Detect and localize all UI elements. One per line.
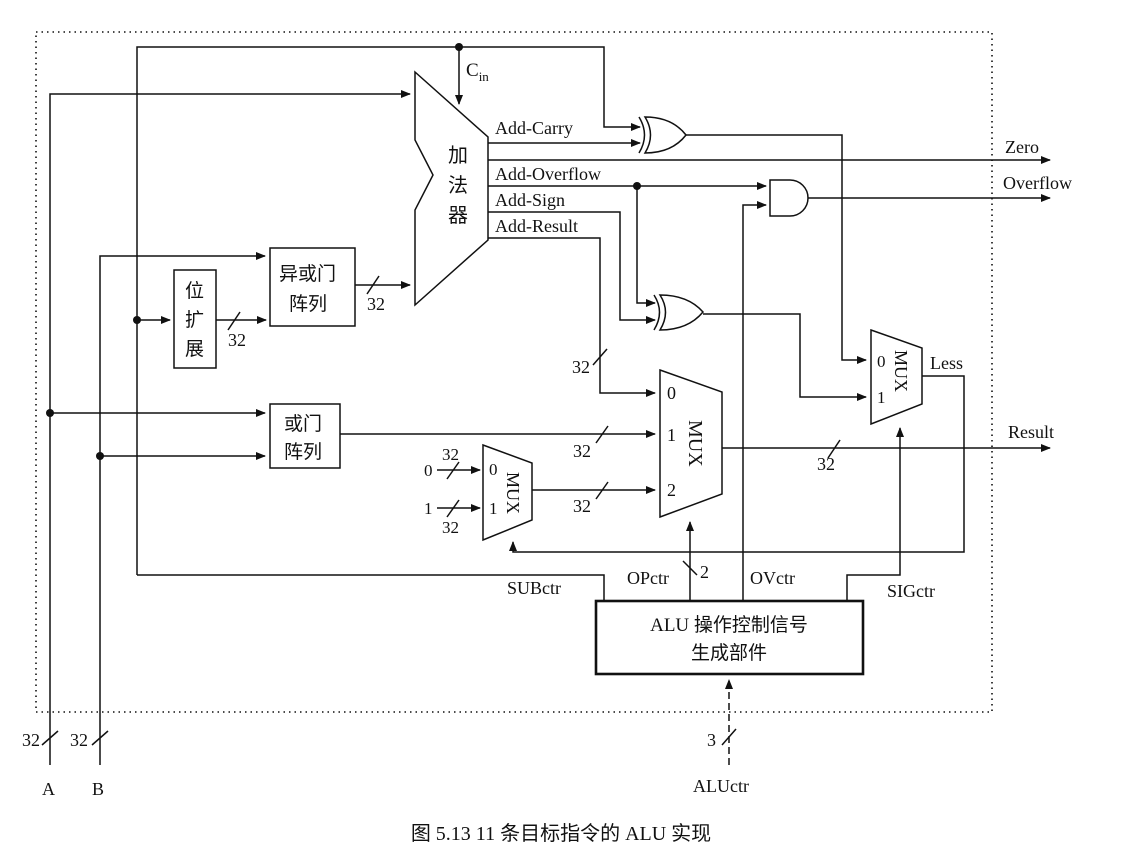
adder-label-1: 加 (448, 144, 468, 167)
add-sign-wire (488, 211, 656, 324)
or-array-label-2: 阵列 (284, 441, 322, 463)
add-result-label: Add-Result (495, 216, 578, 236)
less-feedback-wire (509, 375, 965, 553)
less-mux-input-0: 0 (877, 352, 886, 371)
adder-label-2: 法 (448, 174, 468, 197)
overflow-to-xor-wire (636, 186, 656, 307)
bus-slash (682, 560, 698, 576)
or-array-label-1: 或门 (284, 413, 322, 435)
zero-label: Zero (1005, 137, 1039, 157)
result-label: Result (1008, 422, 1054, 442)
subctr-wire (137, 574, 605, 601)
b-width-label: 32 (70, 730, 88, 750)
carry-xor-out-wire (686, 134, 867, 364)
const0-label: 0 (424, 461, 433, 480)
input-b-label: B (92, 779, 104, 799)
small-mux-label: MUX (503, 472, 523, 514)
const1-width-label: 32 (442, 518, 459, 537)
const0-width-label: 32 (442, 445, 459, 464)
add-overflow-label: Add-Overflow (495, 164, 601, 184)
bus-slash (595, 425, 609, 444)
opctr-label: OPctr (627, 568, 669, 588)
add-carry-label: Add-Carry (495, 118, 573, 138)
ext-width-label: 32 (228, 330, 246, 350)
small-mux-input-1: 1 (489, 499, 498, 518)
xor-gate-carry (638, 116, 687, 154)
a-width-label: 32 (22, 730, 40, 750)
control-unit-label-1: ALU 操作控制信号 (650, 614, 808, 636)
small-mux (482, 443, 533, 542)
xor-array-label-2: 阵列 (289, 293, 327, 315)
bus-slash (91, 730, 109, 746)
sign-xor-out-wire (703, 313, 867, 401)
less-mux (870, 328, 923, 426)
overflow-label: Overflow (1003, 173, 1072, 193)
less-mux-label: MUX (891, 350, 911, 392)
ext-label-2: 扩 (185, 309, 204, 331)
ext-label-1: 位 (185, 280, 204, 302)
figure-caption: 图 5.13 11 条目标指令的 ALU 实现 (411, 822, 711, 845)
xor-array-block (269, 247, 356, 327)
xor-array-label-1: 异或门 (279, 263, 336, 285)
bus-slash (721, 728, 737, 746)
adder-block (414, 70, 489, 307)
const1-label: 1 (424, 499, 433, 518)
result-width-label: 32 (817, 454, 835, 474)
bus-slash (595, 481, 609, 500)
or-width-label: 32 (573, 441, 591, 461)
main-mux-input-0: 0 (667, 383, 676, 403)
small-mux-input-0: 0 (489, 460, 498, 479)
bus-slash (446, 499, 460, 518)
less-label: Less (930, 353, 963, 373)
main-mux-input-2: 2 (667, 480, 676, 500)
xor-gate-sign (653, 294, 704, 331)
cin-label: Cin (466, 60, 489, 84)
bus-slash (592, 348, 608, 366)
main-mux-label: MUX (684, 420, 706, 467)
input-a-label: A (42, 779, 55, 799)
b-bus-wire (99, 252, 266, 765)
control-unit-label-2: 生成部件 (691, 642, 767, 664)
aluctr-width-label: 3 (707, 730, 716, 750)
bit-extend-block (173, 269, 217, 369)
bus-slash (227, 311, 241, 331)
aluctr-label: ALUctr (693, 776, 749, 796)
small-mux-width-label: 32 (573, 496, 591, 516)
bus-slash (41, 730, 59, 746)
sigctr-wire (846, 427, 904, 600)
ext-label-3: 展 (185, 339, 204, 360)
add-sign-label: Add-Sign (495, 190, 565, 210)
add-result-width-label: 32 (572, 357, 590, 377)
sigctr-label: SIGctr (887, 581, 935, 601)
alu-boundary (35, 31, 993, 713)
xor-width-label: 32 (367, 294, 385, 314)
ovctr-wire (742, 201, 767, 575)
ovctr-label: OVctr (750, 568, 795, 588)
bus-slash (446, 461, 460, 480)
bus-slash (366, 275, 380, 295)
control-unit-block (594, 599, 865, 676)
bus-slash (827, 439, 841, 459)
or-array-block (269, 403, 341, 469)
a-bus-wire (49, 90, 411, 765)
main-mux-input-1: 1 (667, 425, 676, 445)
subctr-feedback-wire (136, 46, 641, 575)
opctr-width-label: 2 (700, 562, 709, 582)
main-mux (659, 368, 723, 519)
add-result-wire (488, 237, 656, 397)
subctr-label: SUBctr (507, 578, 561, 598)
adder-label-3: 器 (448, 205, 468, 227)
and-gate-overflow (769, 179, 809, 217)
less-mux-input-1: 1 (877, 388, 886, 407)
